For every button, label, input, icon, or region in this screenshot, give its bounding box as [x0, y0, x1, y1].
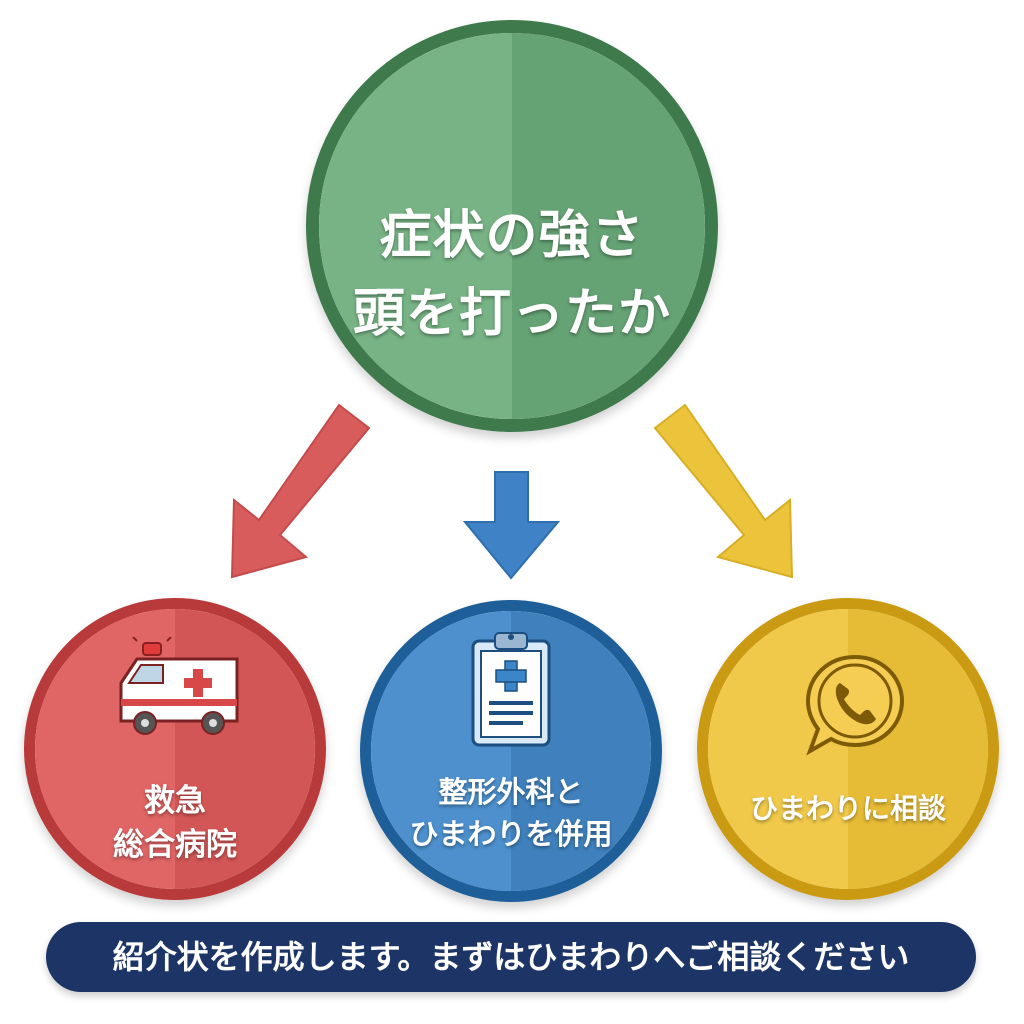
combined-himawari-label: ひまわりを併用	[409, 817, 613, 851]
head-injury-label: 頭を打ったか	[352, 284, 671, 344]
clipboard-icon	[471, 632, 551, 747]
general-hospital-label: 総合病院	[113, 827, 237, 863]
banner-text: 紹介状を作成します。まずはひまわりへご相談ください	[112, 938, 910, 976]
arrow-to-himawari	[653, 403, 794, 579]
orthopedics-label: 整形外科と	[438, 775, 584, 809]
arrow-to-emergency	[230, 403, 371, 579]
symptom-check-node: 症状の強さ 頭を打ったか	[306, 20, 718, 432]
emergency-label: 救急	[144, 783, 206, 819]
himawari-consult-node: ひまわりに相談	[697, 598, 999, 900]
ambulance-icon	[119, 637, 239, 735]
symptom-severity-label: 症状の強さ	[379, 206, 645, 266]
orthopedics-node: 整形外科と ひまわりを併用	[360, 600, 662, 902]
emergency-hospital-node: 救急 総合病院	[24, 598, 326, 900]
arrow-to-orthopedics	[462, 471, 561, 580]
himawari-consult-label: ひまわりに相談	[749, 792, 946, 825]
phone-chat-icon	[805, 654, 905, 756]
referral-banner: 紹介状を作成します。まずはひまわりへご相談ください	[46, 922, 976, 992]
